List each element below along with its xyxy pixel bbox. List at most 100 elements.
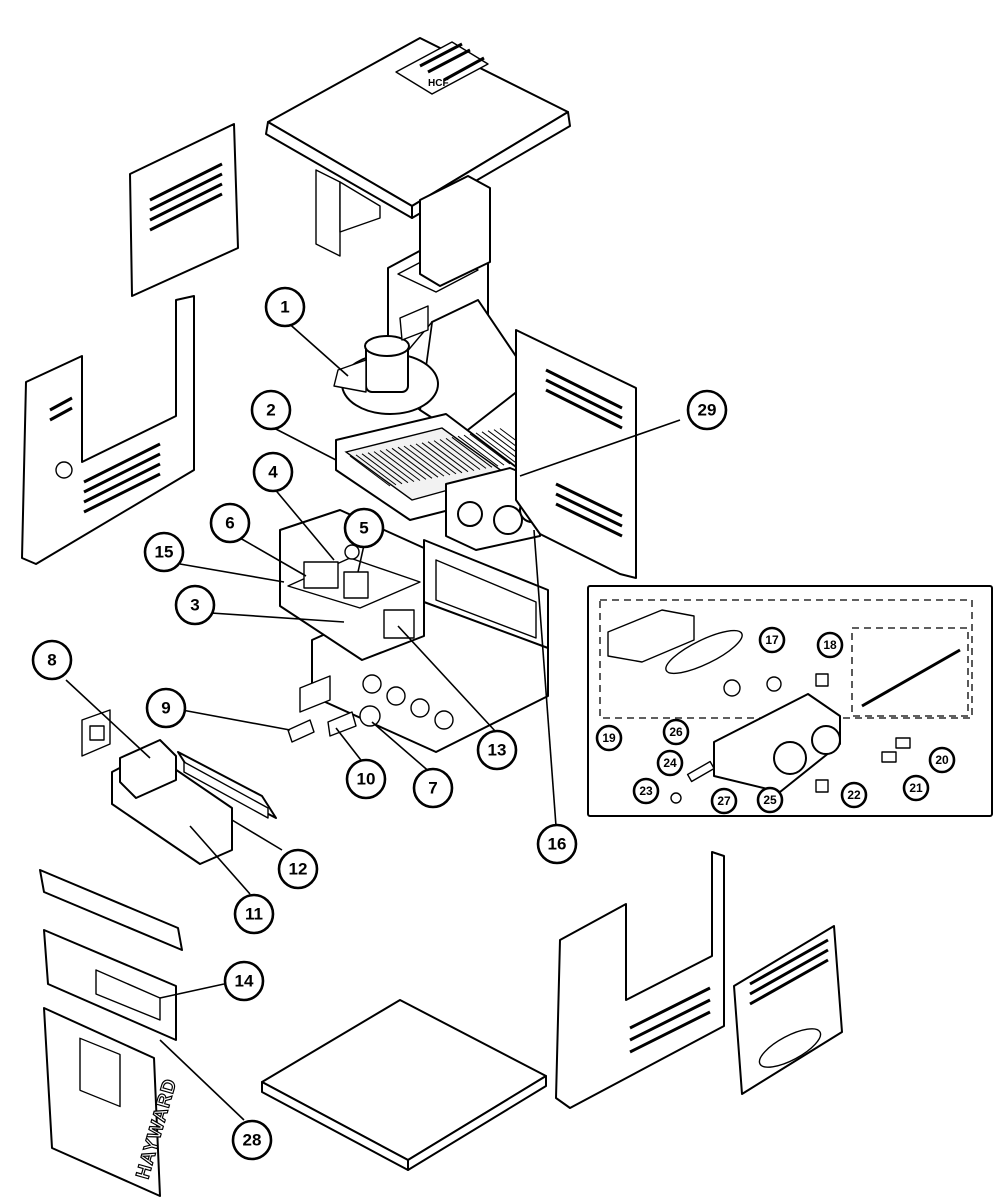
callout-number: 3 [190,596,199,615]
small-parts [287,705,381,743]
callout-number: 20 [935,753,949,767]
exchanger-fin [445,437,487,469]
left-panel-vents [149,162,223,232]
callout-6: 6 [209,502,251,544]
exchanger-fins [349,428,541,487]
callout-number: 26 [669,725,683,739]
callout-12: 12 [277,848,319,890]
callout-circle [928,746,956,774]
header-detail-inset [587,585,993,817]
exchanger-fin [397,446,439,478]
front-panels: HAYWARD [39,869,183,1197]
exchanger-fin [373,451,415,483]
callout-circle [174,584,216,626]
callout-number: 5 [359,519,368,538]
callout-1: 1 [264,286,306,328]
callout-number: 7 [428,779,437,798]
base-pan [261,999,547,1171]
callout-circle [902,774,930,802]
exchanger-fin [355,454,397,486]
exchanger-fin [421,442,463,474]
callout-number: 4 [268,463,278,482]
callout-circle [662,718,690,746]
callout-circle [686,389,728,431]
left-side-panel [21,295,195,565]
exchanger-fin [469,433,511,465]
callout-25: 25 [756,786,784,814]
callout-circle [595,724,623,752]
callout-9: 9 [145,687,187,729]
callout-18: 18 [816,631,844,659]
callout-4: 4 [252,451,294,493]
callout-21: 21 [902,774,930,802]
exchanger-fin [451,436,493,468]
callout-17: 17 [758,626,786,654]
callout-number: 17 [765,633,779,647]
callout-circle [252,451,294,493]
right-front-panels [555,851,843,1109]
callout-27: 27 [710,787,738,815]
exchanger-fin [403,445,445,477]
exchanger-fin [349,455,391,487]
exchanger-fin [385,448,427,480]
exchanger-fin [391,447,433,479]
callout-number: 10 [357,770,376,789]
callout-number: 21 [909,781,923,795]
callout-23: 23 [632,777,660,805]
callout-29: 29 [686,389,728,431]
callout-number: 12 [289,860,308,879]
callout-26: 26 [662,718,690,746]
callout-13: 13 [476,729,518,771]
exchanger-fin [457,435,499,467]
callout-circle [143,531,185,573]
callout-number: 2 [266,401,275,420]
exchanger-fin [463,434,505,466]
callout-7: 7 [412,767,454,809]
callout-circle [345,758,387,800]
callout-circle [277,848,319,890]
callout-number: 24 [663,756,677,770]
callout-number: 13 [488,741,507,760]
callout-number: 22 [847,788,861,802]
callout-number: 18 [823,638,837,652]
blower-assembly [333,305,439,415]
manifold-assembly [81,709,277,865]
callout-circle [209,502,251,544]
exchanger-fin [439,439,481,470]
callout-number: 27 [717,794,731,808]
callout-number: 19 [602,731,616,745]
exchanger-fin [409,444,451,476]
callout-number: 11 [245,905,263,924]
callout-number: 6 [225,514,234,533]
exchanger-fin [367,452,409,484]
callout-19: 19 [595,724,623,752]
top-cover: HCF [265,37,571,257]
callout-14: 14 [223,960,265,1002]
top-logo: HCF [428,78,449,89]
exchanger-fin [361,453,403,485]
callout-3: 3 [174,584,216,626]
callout-28: 28 [231,1119,273,1161]
callout-circle [710,787,738,815]
exchanger-fin [427,441,469,473]
callout-circle [250,389,292,431]
callout-circle [412,767,454,809]
callout-circle [632,777,660,805]
leader-lines [65,319,681,1121]
callout-circle [223,960,265,1002]
callout-20: 20 [928,746,956,774]
callout-circle [758,626,786,654]
left-access-panel [129,123,239,297]
exchanger-fin [379,450,421,481]
callout-11: 11 [233,893,275,935]
callout-15: 15 [143,531,185,573]
callout-circle [343,507,385,549]
callout-circle [840,781,868,809]
callout-circle [756,786,784,814]
callout-number: 8 [47,651,56,670]
callout-10: 10 [345,758,387,800]
callout-circle [476,729,518,771]
callout-circle [145,687,187,729]
